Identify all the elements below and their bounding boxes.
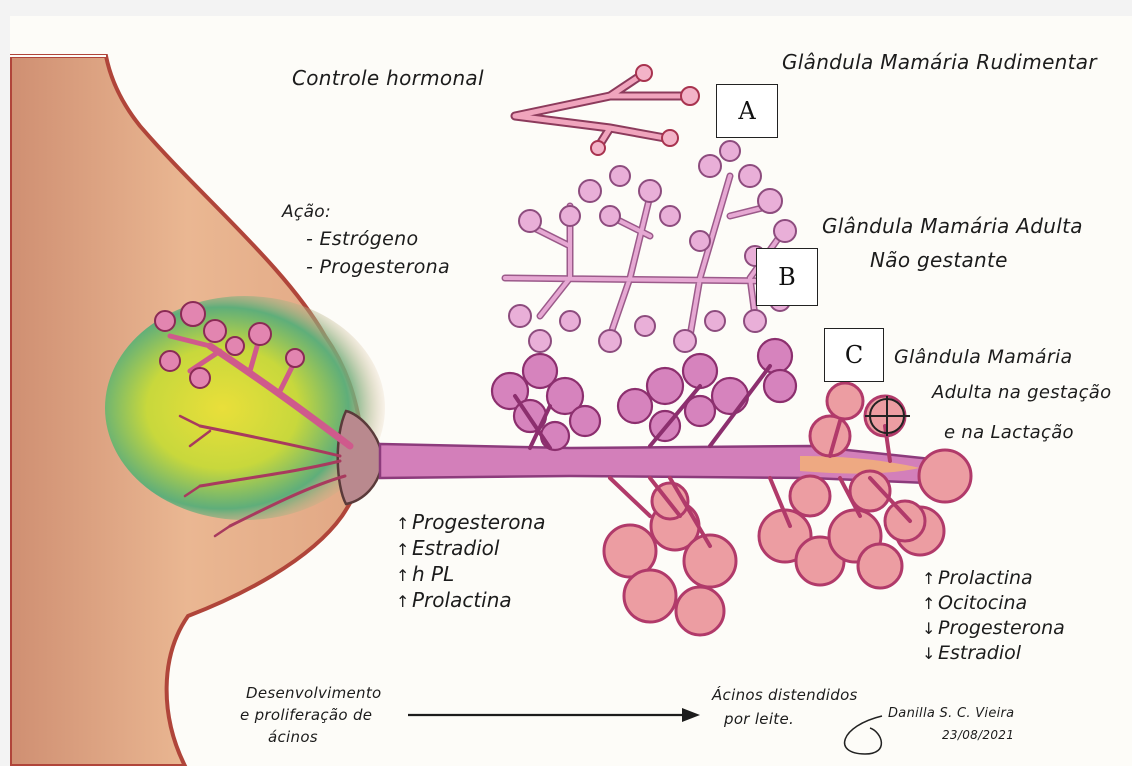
hormone-row: ↓Estradiol <box>922 641 1065 666</box>
breast-shape <box>10 56 385 766</box>
rudimentary-gland <box>515 65 699 155</box>
adult-gland-label-line2: Não gestante <box>870 248 1008 272</box>
up-arrow-icon: ↑ <box>396 511 412 536</box>
hormone-list-lactation: ↑Prolactina ↑Ocitocina ↓Progesterona ↓Es… <box>922 566 1065 666</box>
action-item-estrogen: - Estrógeno <box>306 228 418 250</box>
rudimentary-gland-label: Glândula Mamária Rudimentar <box>782 50 1097 74</box>
down-arrow-icon: ↓ <box>922 641 938 666</box>
action-item-progesterone: - Progesterona <box>306 256 450 278</box>
development-label-line3: ácinos <box>268 728 318 746</box>
label-box-b: B <box>756 248 818 306</box>
up-arrow-icon: ↑ <box>922 566 938 591</box>
adult-gland-label-line1: Glândula Mamária Adulta <box>822 214 1083 238</box>
signature-date: 23/08/2021 <box>942 728 1014 742</box>
label-box-c: C <box>824 328 884 382</box>
right-arrow-icon <box>408 708 700 722</box>
acini-label-line1: Ácinos distendidos <box>712 686 858 704</box>
adult-gland <box>505 141 796 352</box>
pregnant-gland-label-line1: Glândula Mamária <box>894 346 1072 368</box>
development-label-line1: Desenvolvimento <box>246 684 382 702</box>
pregnant-gland-label-line2: Adulta na gestação <box>932 382 1111 403</box>
development-label-line2: e proliferação de <box>240 706 372 724</box>
hormone-row: ↑h PL <box>396 562 545 588</box>
down-arrow-icon: ↓ <box>922 616 938 641</box>
signature: Danilla S. C. Vieira <box>888 706 1014 721</box>
acini-label-line2: por leite. <box>724 710 794 728</box>
hormone-row: ↑Ocitocina <box>922 591 1065 616</box>
up-arrow-icon: ↑ <box>396 589 412 614</box>
up-arrow-icon: ↑ <box>396 537 412 562</box>
label-box-a: A <box>716 84 778 138</box>
action-title: Ação: <box>282 202 331 222</box>
hormone-row: ↑Progesterona <box>396 510 545 536</box>
illustration-paper: Controle hormonal Glândula Mamária Rudim… <box>10 16 1132 766</box>
pregnant-gland-label-line3: e na Lactação <box>944 422 1074 443</box>
hormonal-control-label: Controle hormonal <box>292 66 484 90</box>
hormone-list-pregnancy: ↑Progesterona ↑Estradiol ↑h PL ↑Prolacti… <box>396 510 545 614</box>
signature-flourish <box>845 716 882 754</box>
hormone-row: ↑Estradiol <box>396 536 545 562</box>
hormone-row: ↓Progesterona <box>922 616 1065 641</box>
hormone-row: ↑Prolactina <box>922 566 1065 591</box>
hormone-row: ↑Prolactina <box>396 588 545 614</box>
up-arrow-icon: ↑ <box>922 591 938 616</box>
up-arrow-icon: ↑ <box>396 563 412 588</box>
